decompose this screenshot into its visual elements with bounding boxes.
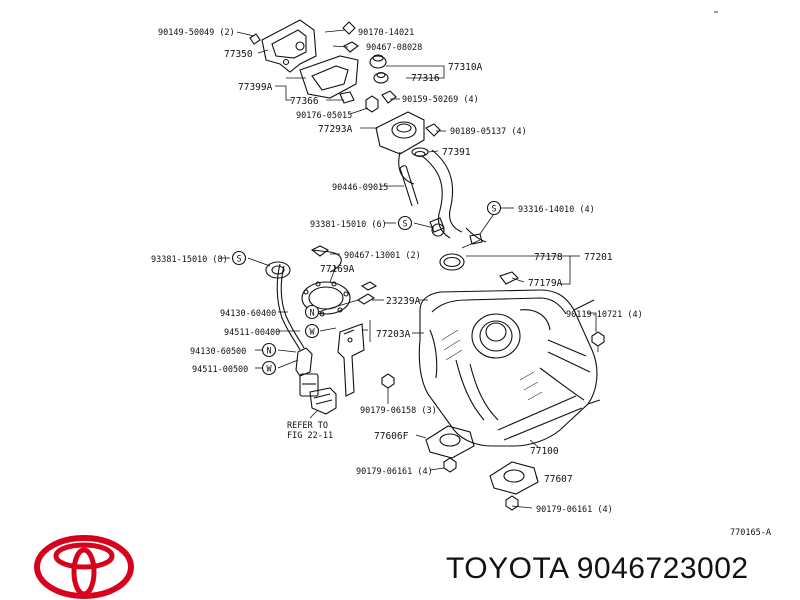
label-77203A: 77203A [376, 329, 411, 340]
label-23239A: 23239A [386, 296, 421, 307]
gasket-77169A [301, 281, 351, 317]
label-90467-08028: 90467-08028 [366, 43, 422, 53]
label-77310A: 77310A [448, 62, 483, 73]
symbol-n-94130-60400: N [304, 304, 320, 320]
svg-text:W: W [309, 328, 315, 338]
filler-housing-77293A [375, 111, 441, 185]
symbol-s-93381-8: S [231, 250, 247, 266]
svg-text:S: S [491, 205, 496, 215]
part-number-caption: TOYOTA 9046723002 [446, 552, 749, 585]
clamp-77179A [499, 271, 519, 285]
label-94511-00400: 94511-00400 [224, 328, 280, 338]
label-90179-06161-a: 90179-06161 (4) [356, 467, 433, 477]
label-77350: 77350 [224, 49, 253, 60]
filter-23239A [356, 281, 378, 305]
pad-77606F [425, 425, 475, 473]
label-77179A: 77179A [528, 278, 563, 289]
svg-text:N: N [266, 347, 271, 357]
clip-90159 [365, 90, 397, 113]
label-77169A: 77169A [320, 264, 355, 275]
cap-77391 [411, 147, 429, 158]
door-hinge-77399A [299, 21, 359, 104]
label-94511-00500: 94511-00500 [192, 365, 248, 375]
label-77201: 77201 [584, 252, 613, 263]
label-90159-50269: 90159-50269 (4) [402, 95, 479, 105]
part-labels: 90149-50049 (2) 77350 90170-14021 90467-… [151, 28, 771, 538]
bolt-90119-10721 [591, 331, 605, 352]
hose-90446 [399, 165, 419, 207]
bracket-77203A [337, 323, 365, 397]
label-90119-10721: 90119-10721 (4) [566, 310, 643, 320]
figure-code: 770165-A [730, 528, 771, 538]
svg-text:S: S [236, 255, 241, 265]
label-77316: 77316 [411, 73, 440, 84]
label-77100: 77100 [530, 446, 559, 457]
label-77606F: 77606F [374, 431, 409, 442]
fuel-tank-77100 [418, 289, 601, 447]
filler-door-77350 [249, 19, 317, 73]
symbol-s-93316: S [486, 200, 502, 216]
refer-to-line1: REFER TO [287, 421, 328, 431]
nut-90179-06158 [381, 373, 395, 389]
label-90170-14021: 90170-14021 [358, 28, 414, 38]
label-94130-60400: 94130-60400 [220, 309, 276, 319]
pad-77607 [489, 461, 539, 511]
label-90176-05015: 90176-05015 [296, 111, 352, 121]
filler-neck-77201 [421, 149, 487, 245]
label-90467-13001: 90467-13001 (2) [344, 251, 421, 261]
leader-lines [220, 29, 597, 509]
label-90189-05137: 90189-05137 (4) [450, 127, 527, 137]
label-77607: 77607 [544, 474, 573, 485]
sender-plate [265, 261, 291, 279]
label-93316-14010: 93316-14010 (4) [518, 205, 595, 215]
symbol-w-94511-00500: W [261, 360, 277, 376]
label-77399A: 77399A [238, 82, 273, 93]
svg-text:S: S [402, 220, 407, 230]
grommet-77310A [369, 54, 389, 84]
label-77391: 77391 [442, 147, 471, 158]
label-94130-60500: 94130-60500 [190, 347, 246, 357]
fuel-pump-unit [295, 347, 337, 415]
symbol-n-94130-60500: N [261, 342, 277, 358]
label-93381-15010-6: 93381-15010 (6) [310, 220, 387, 230]
svg-text:W: W [266, 365, 272, 375]
grommet-77178 [439, 253, 465, 271]
refer-to-line2: FIG 22-11 [287, 431, 333, 441]
symbol-s-93381-6: S [397, 215, 413, 231]
label-90179-06161-b: 90179-06161 (4) [536, 505, 613, 515]
label-90149-50049: 90149-50049 (2) [158, 28, 235, 38]
label-77178: 77178 [534, 252, 563, 263]
label-93381-15010-8: 93381-15010 (8) [151, 255, 228, 265]
symbol-w-94511-00400: W [304, 323, 320, 339]
toyota-logo [34, 535, 134, 599]
label-90446-09015: 90446-09015 [332, 183, 388, 193]
label-90179-06158: 90179-06158 (3) [360, 406, 437, 416]
label-77366: 77366 [290, 96, 319, 107]
svg-text:N: N [309, 309, 314, 319]
label-77293A: 77293A [318, 124, 353, 135]
